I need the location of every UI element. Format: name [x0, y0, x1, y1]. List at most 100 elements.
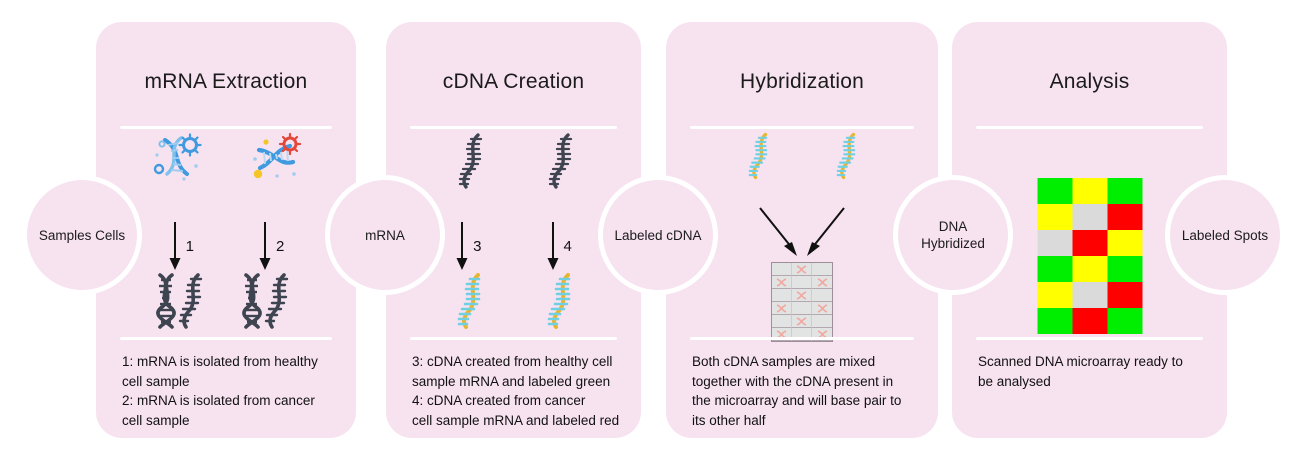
dark-mrna-strand-icon	[542, 132, 576, 190]
plate-cell	[812, 328, 832, 341]
plate-cell	[812, 276, 832, 289]
dna-spot-icon	[796, 316, 807, 326]
microarray-plate-grid	[772, 263, 832, 341]
dna-spot-icon	[817, 329, 827, 339]
node-label: Samples Cells	[38, 227, 126, 243]
plate-cell	[792, 302, 812, 315]
node-dna-hybridized: DNA Hybridized	[893, 175, 1013, 295]
panel-divider-top	[690, 126, 914, 129]
plate-cell	[772, 276, 792, 289]
plate-cell	[772, 302, 792, 315]
dna-spot-icon	[796, 264, 807, 274]
panel-title-hybridization: Hybridization	[740, 70, 864, 93]
plate-cell	[772, 328, 792, 341]
labeled-cdna-strand-icon	[831, 132, 861, 180]
plate-cell	[772, 289, 792, 302]
heatmap-cell-r4-c1	[1037, 256, 1072, 282]
step-arrow-1: 1	[168, 220, 194, 272]
panel-caption-hybridization: Both cDNA samples are mixed together wit…	[692, 354, 902, 428]
heatmap-cell-r2-c2	[1072, 204, 1107, 230]
down-arrow-icon	[169, 222, 181, 270]
node-label: DNA Hybridized	[921, 219, 985, 251]
plate-cell	[812, 289, 832, 302]
dna-spot-icon	[796, 290, 807, 300]
down-arrow-icon	[259, 222, 271, 270]
panel-divider-top	[120, 126, 332, 129]
panel-caption-mrna-extraction: 1: mRNA is isolated from healthy cell sa…	[122, 354, 318, 428]
step-number: 1	[185, 237, 194, 255]
plate-cell	[792, 328, 812, 341]
step-arrow-3: 3	[455, 220, 482, 272]
heatmap-cell-r6-c3	[1107, 308, 1142, 334]
panel-art-cdna-creation: 3 4	[386, 132, 641, 337]
bottom-icon-row	[96, 272, 356, 330]
plate-cell	[772, 263, 792, 276]
panel-divider-bottom	[976, 337, 1203, 340]
plate-cell	[812, 315, 832, 328]
heatmap-cell-r5-c3	[1107, 282, 1142, 308]
step-number: 3	[473, 237, 482, 255]
labeled-cdna-strand-icon	[452, 272, 486, 330]
step-arrow-row: 3 4	[386, 220, 641, 272]
step-arrow-2: 2	[258, 220, 284, 272]
dark-dna-helix-icon	[238, 272, 300, 330]
converging-arrows	[754, 204, 850, 262]
panel-title-cdna-creation: cDNA Creation	[442, 70, 585, 93]
panel-divider-top	[976, 126, 1203, 129]
panel-title-analysis: Analysis	[1049, 70, 1130, 93]
heatmap-cell-r3-c2	[1072, 230, 1107, 256]
scanned-microarray-heatmap	[1037, 178, 1142, 334]
plate-cell	[792, 276, 812, 289]
plate-cell	[812, 263, 832, 276]
down-arrow-icon	[547, 222, 558, 270]
heatmap-cell-r4-c3	[1107, 256, 1142, 282]
panel-divider-bottom	[410, 337, 617, 340]
node-label: mRNA	[365, 227, 405, 243]
top-icon-row	[386, 132, 641, 190]
heatmap-cell-r5-c1	[1037, 282, 1072, 308]
down-arrow-icon	[456, 222, 468, 270]
panel-art-hybridization	[666, 132, 938, 342]
dna-spot-icon	[817, 277, 827, 287]
node-label: Labeled Spots	[1181, 227, 1269, 243]
heatmap-cell-r3-c3	[1107, 230, 1142, 256]
panel-art-mrna-extraction: 1 2	[96, 132, 356, 337]
heatmap-cell-r1-c2	[1072, 178, 1107, 204]
dark-mrna-strand-icon	[452, 132, 486, 190]
dna-spot-icon	[776, 277, 787, 287]
step-number: 2	[276, 237, 285, 255]
dna-spot-icon	[776, 303, 787, 313]
dna-spot-icon	[817, 303, 827, 313]
node-label: Labeled cDNA	[614, 227, 702, 243]
labeled-cdna-strand-icon	[743, 132, 773, 180]
heatmap-cell-r1-c3	[1107, 178, 1142, 204]
heatmap-cell-r6-c1	[1037, 308, 1072, 334]
panel-caption-cdna-creation: 3: cDNA created from healthy cell sample…	[412, 354, 620, 428]
panel-divider-bottom	[690, 337, 914, 340]
panel-divider-bottom	[120, 337, 332, 340]
cancer-cell-sample-icon	[249, 132, 302, 182]
dna-spot-icon	[776, 329, 787, 339]
step-number: 4	[563, 237, 572, 255]
plate-cell	[772, 315, 792, 328]
node-mrna: mRNA	[325, 175, 445, 295]
plate-cell	[792, 315, 812, 328]
heatmap-cell-r2-c3	[1107, 204, 1142, 230]
labeled-cdna-strand-icon	[542, 272, 576, 330]
healthy-cell-sample-icon	[151, 132, 203, 182]
step-arrow-row: 1 2	[96, 220, 356, 272]
top-icon-row	[96, 132, 356, 182]
panel-art-analysis	[952, 132, 1227, 337]
heatmap-cell-r4-c2	[1072, 256, 1107, 282]
step-arrow-4: 4	[546, 220, 572, 272]
node-labeled-cdna: Labeled cDNA	[598, 175, 718, 295]
heatmap-cell-r5-c2	[1072, 282, 1107, 308]
heatmap-cell-r2-c1	[1037, 204, 1072, 230]
panel-title-mrna-extraction: mRNA Extraction	[144, 70, 308, 93]
node-samples-cells: Samples Cells	[22, 175, 142, 295]
microarray-plate-icon	[771, 262, 833, 342]
plate-cell	[792, 263, 812, 276]
heatmap-cell-r6-c2	[1072, 308, 1107, 334]
panel-caption-analysis: Scanned DNA microarray ready to be analy…	[978, 354, 1183, 389]
